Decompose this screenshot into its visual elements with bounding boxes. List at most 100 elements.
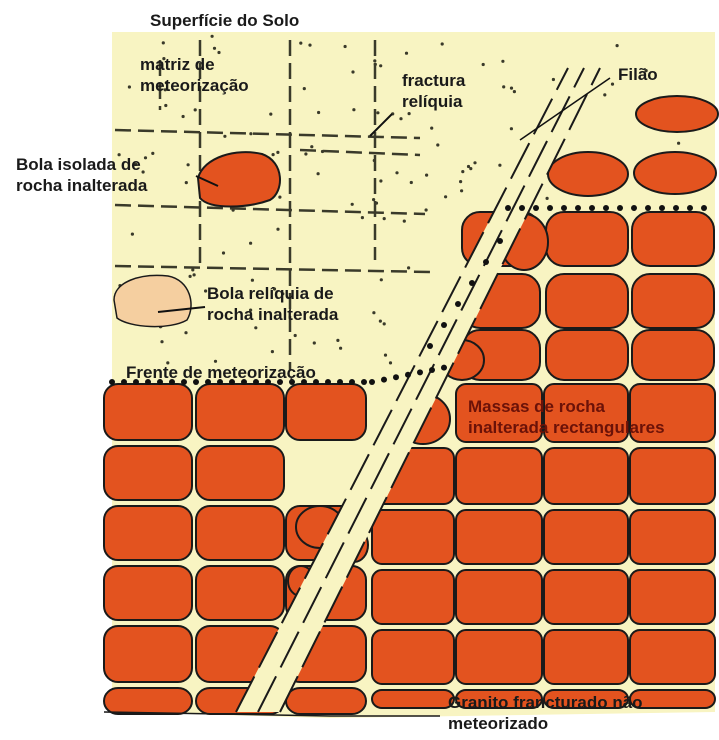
speckle — [211, 35, 214, 38]
speckle — [160, 340, 163, 343]
rock-block — [196, 446, 284, 500]
speckle — [467, 165, 470, 168]
rock-block — [286, 688, 366, 714]
front-dot — [547, 205, 553, 211]
rock-block — [630, 448, 715, 504]
front-dot — [575, 205, 581, 211]
speckle — [407, 266, 410, 269]
rock-block — [104, 506, 192, 560]
speckle — [254, 326, 257, 329]
front-dot — [429, 367, 435, 373]
front-dot — [381, 377, 387, 383]
speckle — [351, 70, 354, 73]
speckle — [380, 278, 383, 281]
speckle — [336, 339, 339, 342]
rock-block — [630, 510, 715, 564]
front-dot — [417, 369, 423, 375]
front-dot — [349, 379, 355, 385]
speckle — [379, 179, 382, 182]
speckle — [379, 320, 382, 323]
speckle — [399, 117, 402, 120]
fracture-label: fractura relíquia — [402, 70, 465, 112]
dyke-label: Filão — [618, 64, 658, 85]
speckle — [128, 85, 131, 88]
speckle — [308, 44, 311, 47]
speckle — [408, 112, 411, 115]
rock-block — [630, 630, 715, 684]
speckle — [278, 196, 281, 199]
front-dot — [109, 379, 115, 385]
rock-block — [372, 570, 454, 624]
rock-block — [196, 506, 284, 560]
speckle — [441, 42, 444, 45]
speckle — [425, 174, 428, 177]
speckle — [498, 164, 501, 167]
speckle — [510, 127, 513, 130]
speckle — [425, 208, 428, 211]
speckle — [304, 152, 307, 155]
front-dot — [673, 205, 679, 211]
speckle — [603, 93, 606, 96]
speckle — [182, 115, 185, 118]
front-dot — [455, 301, 461, 307]
front-dot — [405, 372, 411, 378]
speckle — [403, 220, 406, 223]
rock-block — [456, 630, 542, 684]
speckle — [460, 189, 463, 192]
speckle — [383, 217, 386, 220]
front-dot — [561, 205, 567, 211]
front-dot — [441, 365, 447, 371]
speckle — [616, 44, 619, 47]
speckle — [294, 334, 297, 337]
front-dot — [645, 205, 651, 211]
front-dot — [505, 205, 511, 211]
speckle — [372, 311, 375, 314]
rock-block — [456, 510, 542, 564]
speckle — [164, 104, 167, 107]
relic-ball-label: Bola relíquia de rocha inalterada — [207, 283, 338, 325]
speckle — [352, 108, 355, 111]
speckle — [299, 42, 302, 45]
front-dot — [369, 379, 375, 385]
speckle — [459, 180, 462, 183]
rock-block — [632, 330, 714, 380]
speckle — [552, 78, 555, 81]
speckle — [389, 361, 392, 364]
speckle — [193, 273, 196, 276]
front-dot — [533, 205, 539, 211]
rock-block — [632, 212, 714, 266]
rock-block — [104, 446, 192, 500]
speckle — [444, 195, 447, 198]
speckle — [430, 127, 433, 130]
speckle — [249, 242, 252, 245]
front-dot — [589, 205, 595, 211]
speckle — [194, 108, 197, 111]
rectangular-masses-label: Massas de rocha inalterada rectangulares — [468, 396, 665, 438]
speckle — [677, 142, 680, 145]
fresh-granite-label: Granito francturado não meteorizado — [448, 692, 643, 734]
front-dot — [519, 205, 525, 211]
speckle — [213, 47, 216, 50]
speckle — [384, 354, 387, 357]
speckle — [361, 216, 364, 219]
front-dot — [325, 379, 331, 385]
rock-block — [456, 570, 542, 624]
rock-block — [372, 630, 454, 684]
rock-block — [196, 566, 284, 620]
rock-block — [544, 570, 628, 624]
isolated-ball-label: Bola isolada de rocha inalterada — [16, 154, 147, 196]
rock-block — [104, 688, 192, 714]
speckle — [410, 181, 413, 184]
rock-block — [630, 690, 715, 708]
speckle — [131, 233, 134, 236]
speckle — [223, 135, 226, 138]
rock-block — [546, 212, 628, 266]
rock-block — [286, 384, 366, 440]
speckle — [271, 350, 274, 353]
speckle — [191, 268, 194, 271]
rock-block — [372, 510, 454, 564]
rock-block — [104, 566, 192, 620]
front-dot — [427, 343, 433, 349]
speckle — [151, 152, 154, 155]
